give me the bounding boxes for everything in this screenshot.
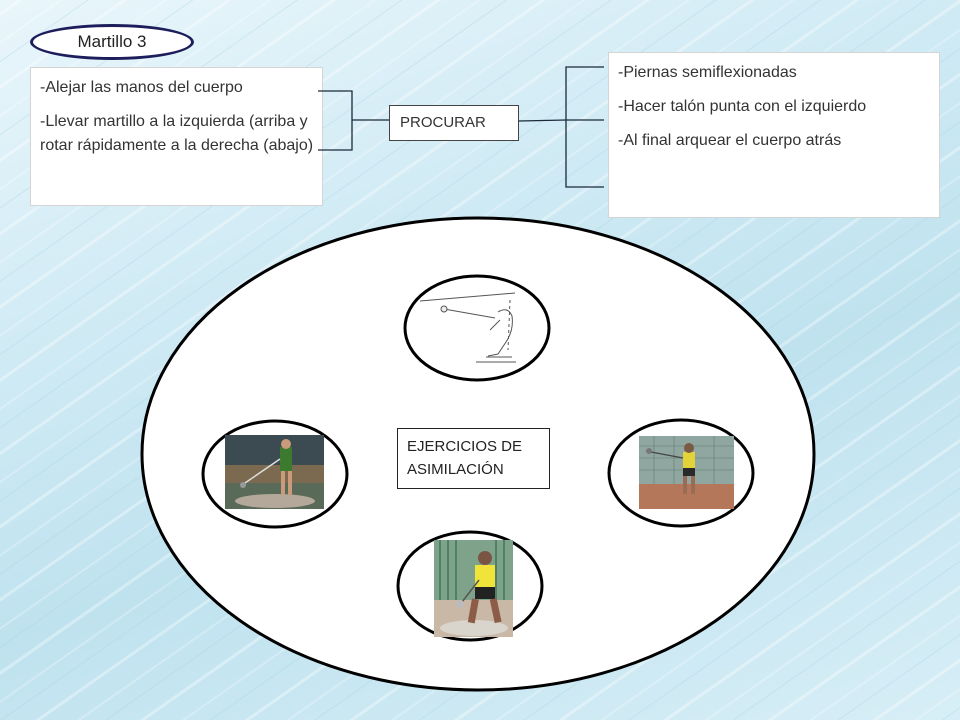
right-text-box: -Piernas semiflexionadas -Hacer talón pu… <box>608 52 940 218</box>
right-line-1: -Piernas semiflexionadas <box>618 64 797 81</box>
left-line-2: -Llevar martillo a la izquierda (arriba … <box>40 113 314 154</box>
left-bracket-connector <box>318 90 389 151</box>
hammer-throw-sketch-icon <box>419 292 516 363</box>
right-thrower-photo <box>639 436 734 509</box>
title-text: Martillo 3 <box>77 32 147 51</box>
ejercicios-box: EJERCICIOS DE ASIMILACIÓN <box>397 428 550 489</box>
left-line-1: -Alejar las manos del cuerpo <box>40 79 243 96</box>
ejercicios-label: EJERCICIOS DE ASIMILACIÓN <box>407 438 523 478</box>
top-circle <box>403 274 551 382</box>
left-text-box: -Alejar las manos del cuerpo -Llevar mar… <box>30 67 323 206</box>
right-line-3: -Al final arquear el cuerpo atrás <box>618 132 842 149</box>
left-thrower-photo <box>225 435 324 509</box>
bottom-thrower-photo <box>434 540 513 637</box>
procurar-label: PROCURAR <box>400 114 486 131</box>
title-ellipse: Martillo 3 <box>30 24 194 60</box>
right-bracket-connector <box>518 66 604 188</box>
procurar-box: PROCURAR <box>389 105 519 141</box>
right-line-2: -Hacer talón punta con el izquierdo <box>618 98 867 115</box>
